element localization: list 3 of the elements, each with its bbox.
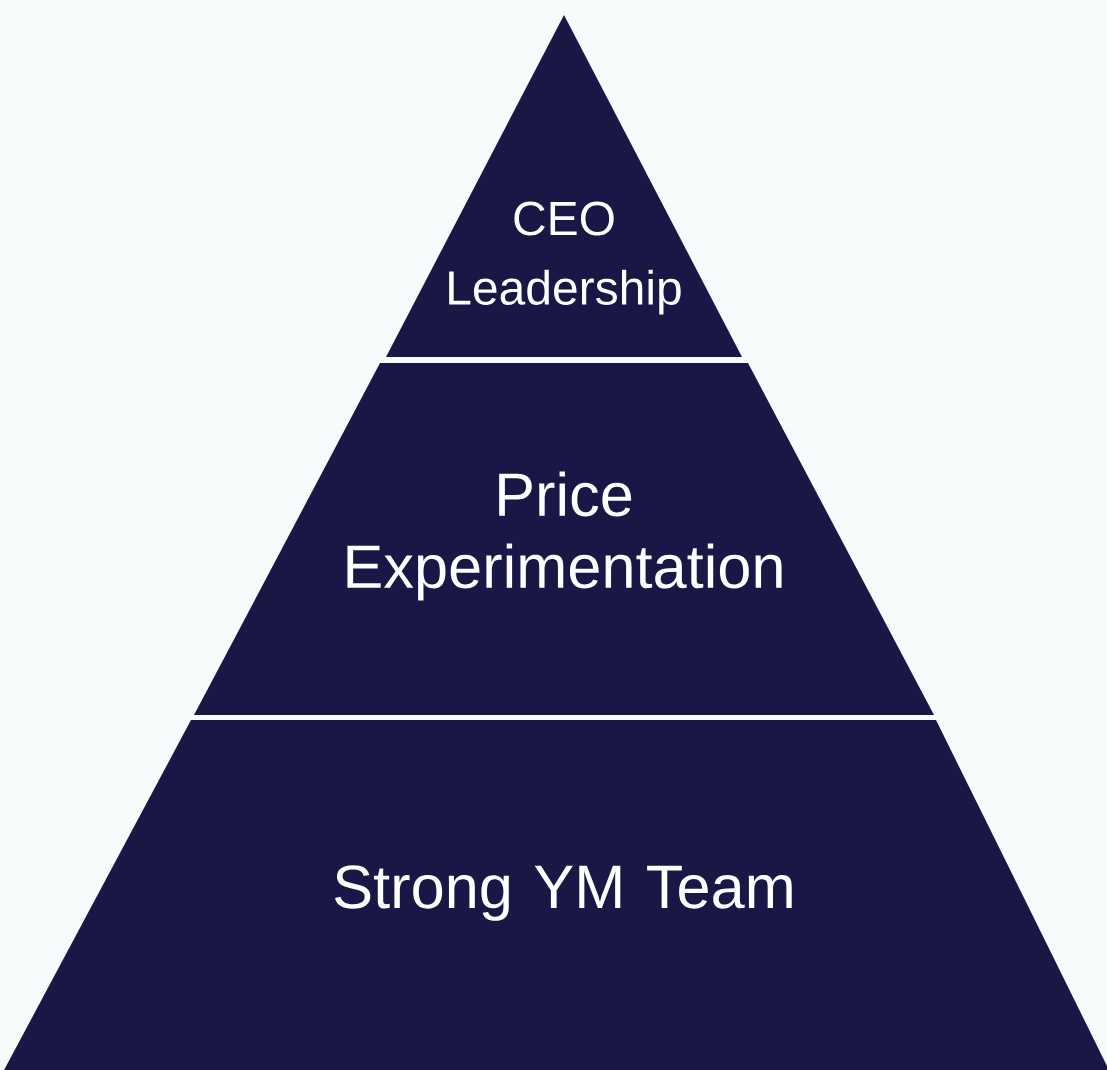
pyramid-tier: CEO Leadership — [386, 15, 742, 357]
pyramid-tier: Strong YM Team — [3, 720, 1107, 1070]
pyramid-tier: Price Experimentation — [194, 363, 934, 715]
